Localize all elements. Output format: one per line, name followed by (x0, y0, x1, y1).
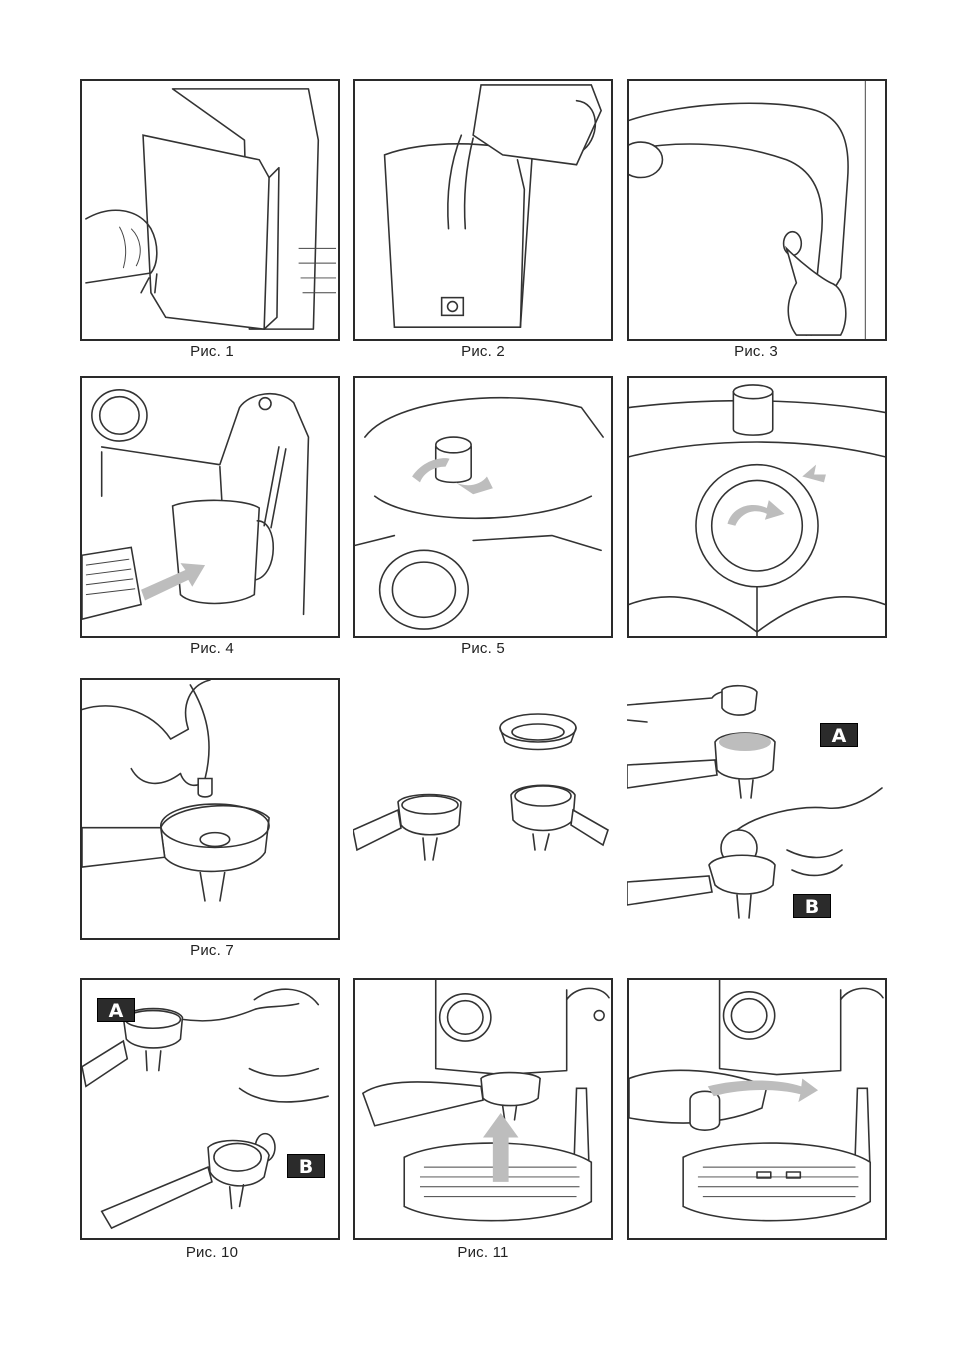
badge-fig-9-a: A (820, 723, 858, 747)
caption-fig-5: Рис. 5 (403, 640, 563, 657)
figure-3-press-power-button (627, 79, 887, 341)
illustration-filter-holder-insert (82, 680, 338, 938)
badge-fig-10-a: A (97, 998, 135, 1022)
illustration-lock-holder (629, 980, 885, 1238)
figure-12-lock-filter-holder (627, 978, 887, 1240)
caption-fig-1: Рис. 1 (132, 343, 292, 360)
figure-4-steam-jug-position (80, 376, 340, 638)
figure-5-turn-steam-knob (353, 376, 613, 638)
caption-fig-11: Рис. 11 (403, 1244, 563, 1261)
illustration-selector-dial (629, 378, 885, 636)
figure-9-dose-and-tamp (627, 680, 889, 930)
figure-1-remove-water-tank (80, 79, 340, 341)
figure-6-turn-selector-dial (627, 376, 887, 638)
illustration-dosing-tamping (627, 680, 889, 930)
caption-fig-4: Рис. 4 (132, 640, 292, 657)
illustration-pouring-water (355, 81, 611, 339)
badge-fig-10-b: B (287, 1154, 325, 1178)
badge-fig-9-b: B (793, 894, 831, 918)
figure-2-fill-water-tank (353, 79, 613, 341)
figure-7-insert-filter (80, 678, 340, 940)
illustration-attach-holder (355, 980, 611, 1238)
illustration-steam-knob (355, 378, 611, 636)
illustration-filter-holders (353, 700, 615, 880)
caption-fig-10: Рис. 10 (132, 1244, 292, 1261)
figure-11-attach-filter-holder (353, 978, 613, 1240)
caption-fig-2: Рис. 2 (403, 343, 563, 360)
illustration-power-button (629, 81, 885, 339)
figure-8-filter-types (353, 700, 615, 880)
illustration-steam-jug (82, 378, 338, 636)
illustration-water-tank-removal (82, 81, 338, 339)
caption-fig-7: Рис. 7 (132, 942, 292, 959)
caption-fig-3: Рис. 3 (676, 343, 836, 360)
